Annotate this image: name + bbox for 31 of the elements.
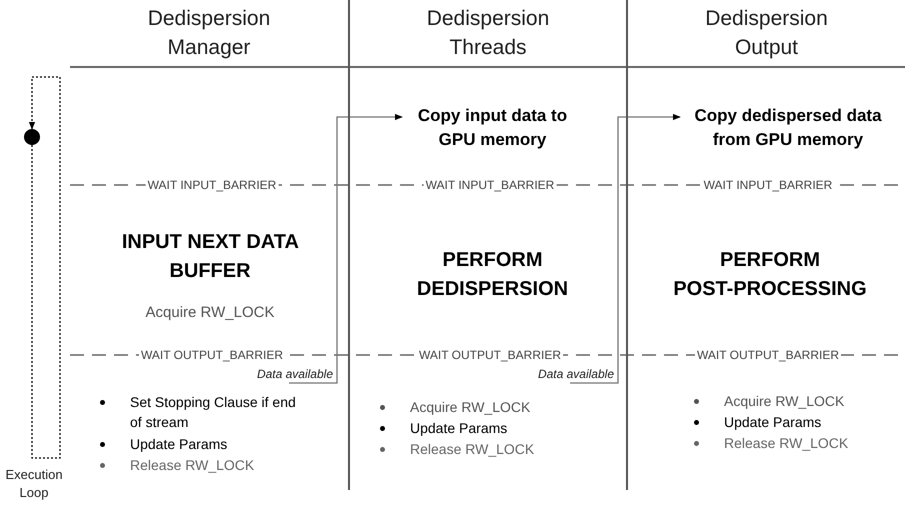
barrier-label: WAIT OUTPUT_BARRIER: [695, 348, 841, 363]
lane-header: Dedispersion Threads: [426, 6, 550, 61]
step-title: PERFORM DEDISPERSION: [380, 246, 605, 306]
bullet-item: Set Stopping Clause if end of stream: [92, 392, 302, 432]
start-dot: [24, 129, 40, 145]
step-title: Copy input data to GPU memory: [405, 104, 580, 154]
step-note: Acquire RW_LOCK: [144, 304, 276, 321]
loop-arrow: [28, 76, 61, 459]
bullet-item: Release RW_LOCK: [92, 455, 302, 475]
signal-label: Data available: [245, 366, 333, 383]
bullet-item: Update Params: [372, 418, 572, 438]
bullet-item: Update Params: [686, 412, 886, 432]
bullet-item: Acquire RW_LOCK: [372, 397, 572, 417]
bullet-item: Release RW_LOCK: [686, 433, 886, 453]
bullet-item: Update Params: [92, 434, 302, 454]
bullet-item: Release RW_LOCK: [372, 439, 572, 459]
barrier-label: WAIT INPUT_BARRIER: [146, 178, 278, 193]
arrow: [570, 114, 681, 384]
bullet-item: Acquire RW_LOCK: [686, 391, 886, 411]
barrier-label: WAIT INPUT_BARRIER: [702, 178, 834, 193]
barrier-label: WAIT OUTPUT_BARRIER: [139, 348, 285, 363]
step-title: PERFORM POST-PROCESSING: [645, 246, 895, 306]
signal-label: Data available: [526, 366, 614, 383]
loop-caption: Execution Loop: [4, 466, 64, 502]
barrier-label: WAIT INPUT_BARRIER: [424, 178, 556, 193]
barrier-label: WAIT OUTPUT_BARRIER: [417, 348, 563, 363]
arrow: [289, 114, 403, 384]
step-title: INPUT NEXT DATA BUFFER: [120, 230, 300, 284]
lane-header: Dedispersion Output: [704, 6, 829, 61]
lane-header: Dedispersion Manager: [146, 6, 272, 61]
step-title: Copy dedispersed data from GPU memory: [683, 104, 893, 154]
